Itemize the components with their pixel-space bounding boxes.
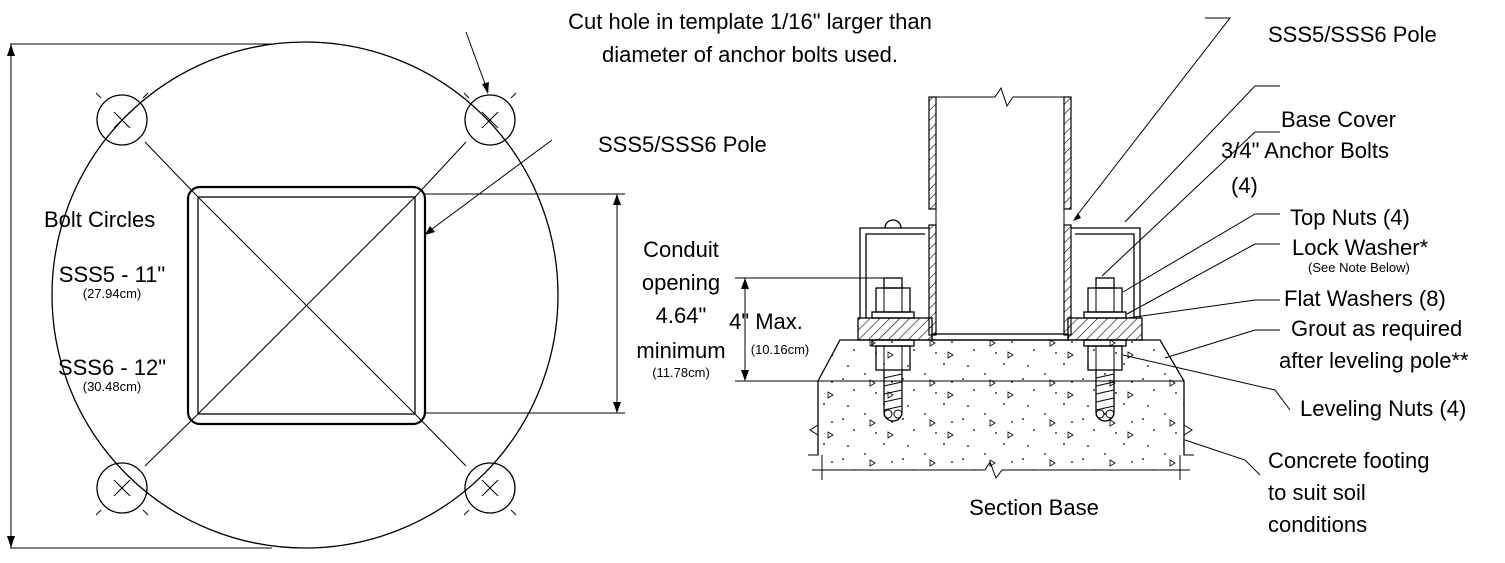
conduit-line-2: opening <box>642 270 720 295</box>
arrow-up-icon <box>7 44 15 56</box>
pole-leader-line <box>427 139 553 233</box>
flat-washers-leader <box>1127 299 1280 319</box>
arrow-down-icon <box>741 370 749 381</box>
anchor-bolts-label: 3/4" Anchor Bolts <box>1221 138 1389 163</box>
anchor-bolts-count: (4) <box>1231 173 1258 198</box>
base-cover-left <box>859 227 929 318</box>
base-plate-center <box>931 333 1069 341</box>
concrete-leader <box>1184 439 1261 476</box>
pole-diagonal <box>197 196 416 415</box>
section-base-title: Section Base <box>969 495 1099 520</box>
arrow-icon <box>1073 213 1081 221</box>
concrete-label-line-1: Concrete footing <box>1268 448 1429 473</box>
sss5-metric: (27.94cm) <box>83 286 142 301</box>
pole-square-inner <box>197 196 416 415</box>
pole-break-line <box>936 86 1064 108</box>
bolt-hole <box>95 462 149 516</box>
arrow-icon <box>425 226 435 235</box>
section-view: SSS5/SSS6 Pole 4" Max. (10.16cm) Base Co… <box>729 17 1469 537</box>
conduit-metric: (11.78cm) <box>652 365 710 380</box>
sss6-size: SSS6 - 12" <box>58 355 166 380</box>
pole-wall-right <box>1063 96 1072 210</box>
cover-screw <box>884 219 902 229</box>
anchor-bolt-left <box>871 277 915 422</box>
break-line-bottom <box>812 460 1190 480</box>
max-height-metric: (10.16cm) <box>751 342 810 357</box>
flat-washers-label: Flat Washers (8) <box>1284 286 1446 311</box>
bolt-circle <box>51 41 559 549</box>
template-note-line-1: Cut hole in template 1/16" larger than <box>568 9 932 34</box>
lock-washer-label: Lock Washer* <box>1292 235 1429 260</box>
grout-label-line-1: Grout as required <box>1291 316 1462 341</box>
max-height-label: 4" Max. <box>729 309 803 334</box>
template-view: SSS5/SSS6 Pole Bolt Circles SSS5 - 11" (… <box>7 31 767 549</box>
sss5-size: SSS5 - 11" <box>59 262 165 287</box>
bolt-centerline <box>414 141 467 198</box>
grout-label-line-2: after leveling pole** <box>1279 348 1469 373</box>
break-mark <box>808 424 819 456</box>
bolt-hole <box>463 92 517 146</box>
pole-wall-left <box>928 96 937 210</box>
anchor-bolt-leader <box>1101 131 1280 277</box>
note-leader-line <box>465 31 489 93</box>
conduit-line-4: minimum <box>636 338 725 363</box>
leveling-nuts-label: Leveling Nuts (4) <box>1300 396 1466 421</box>
concrete-label-line-2: to suit soil <box>1268 480 1366 505</box>
break-mark <box>1183 424 1194 456</box>
pole-wall-right-lower <box>1063 224 1072 336</box>
base-cover-right-inner <box>1075 233 1135 318</box>
sss6-metric: (30.48cm) <box>83 379 142 394</box>
section-pole-label: SSS5/SSS6 Pole <box>1268 22 1437 47</box>
pole-wall-left-lower <box>928 224 937 336</box>
arrow-up-icon <box>741 278 749 289</box>
grout-leader <box>1164 329 1280 359</box>
base-cover-left-inner <box>865 233 925 318</box>
bolt-centerline <box>414 413 467 467</box>
template-pole-label: SSS5/SSS6 Pole <box>598 132 767 157</box>
base-plate-left <box>857 317 933 341</box>
bolt-hole <box>95 92 149 146</box>
arrow-down-icon <box>613 402 621 413</box>
conduit-line-3: 4.64" <box>656 303 707 328</box>
arrow-icon <box>482 82 489 94</box>
base-cover-right <box>1071 227 1141 318</box>
base-cover-label: Base Cover <box>1281 107 1396 132</box>
arrow-down-icon <box>7 536 15 548</box>
pole-square-outer <box>186 185 427 426</box>
bolt-circles-label: Bolt Circles <box>44 207 155 232</box>
base-plate-right <box>1067 317 1143 341</box>
bolt-hole <box>463 462 517 516</box>
template-note-line-2: diameter of anchor bolts used. <box>602 42 898 67</box>
top-nuts-leader <box>1122 213 1280 293</box>
bolt-centerline <box>144 141 199 198</box>
conduit-line-1: Conduit <box>643 237 719 262</box>
arrow-up-icon <box>613 194 621 205</box>
leveling-nuts-leader <box>1122 354 1291 411</box>
lock-washer-note: (See Note Below) <box>1308 260 1410 275</box>
lock-washer-leader <box>1126 243 1280 315</box>
concrete-footing <box>818 340 1184 470</box>
pole-leader <box>1074 17 1232 219</box>
bolt-centerline <box>144 413 199 467</box>
concrete-label-line-3: conditions <box>1268 512 1367 537</box>
anchor-bolt-right <box>1083 277 1127 422</box>
top-nuts-label: Top Nuts (4) <box>1290 205 1410 230</box>
base-cover-leader <box>1124 85 1280 223</box>
